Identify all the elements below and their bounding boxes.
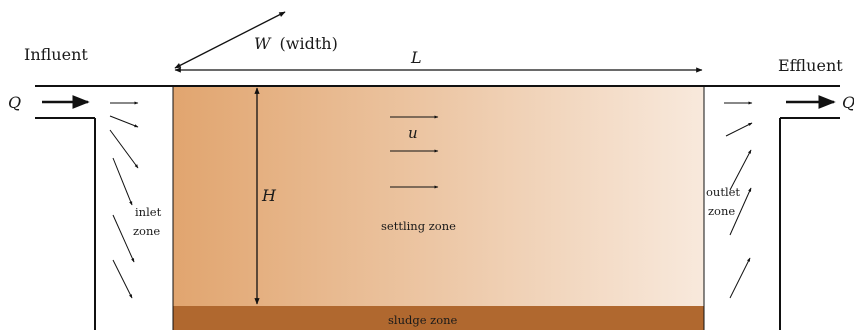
velocity-arrows [390,115,439,189]
sludge-zone [173,306,704,330]
height-symbol: H [261,186,277,205]
width-label: W (width) [254,34,338,53]
width-symbol: W [254,34,272,53]
velocity-symbol: u [408,124,418,142]
outlet-flow-arrows [724,101,753,299]
inlet-flow-arrows [109,101,139,299]
effluent-q-symbol: Q [842,93,854,112]
width-text: (width) [280,34,338,53]
inlet-zone-label-line1: inlet [135,205,162,219]
zone-dividers [172,86,705,330]
effluent-label: Effluent [778,56,843,75]
influent-q-symbol: Q [8,93,21,112]
inlet-zone-label-line2: zone [133,224,160,238]
settling-zone [173,86,704,306]
outlet-zone-label-line2: zone [708,204,735,218]
length-symbol: L [410,48,422,67]
width-dimension-arrow [174,11,286,69]
sludge-zone-label: sludge zone [388,313,458,327]
influent-label: Influent [24,45,88,64]
tank-outline [35,85,840,330]
outlet-zone-label-line1: outlet [706,185,740,199]
settling-zone-label: settling zone [381,219,456,233]
